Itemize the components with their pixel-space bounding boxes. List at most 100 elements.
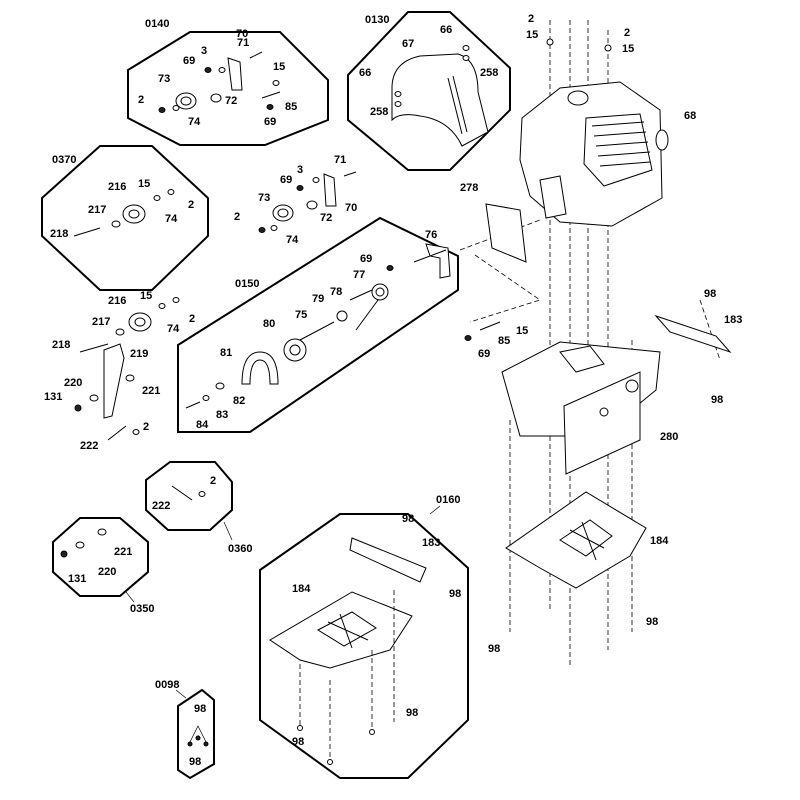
bolt-part-4	[73, 227, 101, 237]
large-pulley-hub	[289, 344, 301, 356]
washer-part	[210, 93, 222, 103]
engine-shroud-part	[583, 113, 653, 187]
bolt-part-11	[327, 759, 333, 765]
assembly-0350-outline	[52, 517, 149, 597]
frame-hole-2	[599, 407, 609, 417]
idler-pulley-part	[122, 204, 146, 224]
callout-131: 131	[44, 391, 62, 403]
assembly-0160-outline	[259, 513, 469, 779]
callout-98a: 98	[402, 513, 414, 525]
callout-2: 2	[188, 199, 194, 211]
callout-2: 2	[210, 475, 216, 487]
callout-73: 73	[258, 192, 270, 204]
callout-76: 76	[425, 229, 437, 241]
assembly-0360-outline	[145, 461, 233, 531]
assembly-0370-group: 0370 216 15 217 2 74 218	[41, 145, 209, 291]
callout-222: 222	[80, 440, 98, 452]
guide-line-8	[469, 254, 541, 323]
spring-part-4	[479, 321, 501, 331]
callout-83: 83	[216, 409, 228, 421]
assembly-0140-label: 0140	[145, 18, 169, 30]
nut-part-13	[60, 550, 68, 558]
callout-79: 79	[312, 293, 324, 305]
callout-71: 71	[334, 154, 346, 166]
nut-part-12	[198, 491, 206, 497]
washer-dot-3	[203, 741, 209, 747]
callout-216: 216	[108, 181, 126, 193]
callout-74: 74	[167, 323, 180, 335]
callout-183: 183	[724, 314, 742, 326]
assembly-0140-outline	[127, 31, 329, 146]
callout-74: 74	[165, 213, 178, 225]
callout-15: 15	[138, 178, 150, 190]
callout-2a: 2	[528, 13, 534, 25]
callout-98a: 98	[194, 703, 206, 715]
callout-2: 2	[234, 211, 240, 223]
spacer-part-2	[115, 328, 125, 336]
assembly-0150-group: 0150 76 69 77 78 79 75 80 81 82 83 84	[177, 216, 459, 433]
callout-78: 78	[330, 286, 342, 298]
guide-lines-0160	[299, 590, 395, 760]
callout-184: 184	[650, 535, 669, 547]
callout-218: 218	[52, 339, 70, 351]
engine-fins	[591, 121, 651, 167]
left-idler-group: 216 15 217 2 74 218 219 220 221 131 222 …	[44, 290, 195, 452]
callout-98b: 98	[711, 394, 723, 406]
idler-arm-part	[227, 57, 243, 91]
nut-part-2	[158, 107, 166, 113]
fuel-cap-part	[567, 90, 589, 106]
callout-82: 82	[233, 395, 245, 407]
assembly-0130-outline	[347, 11, 511, 171]
bolt-shaft-2	[343, 171, 357, 177]
nut-part	[218, 67, 226, 73]
assembly-0160-leader	[429, 505, 441, 515]
bottom-plate-cutout-2	[316, 611, 377, 649]
callout-72: 72	[320, 212, 332, 224]
frame-side-part	[563, 371, 641, 475]
callout-69: 69	[478, 348, 490, 360]
callout-221: 221	[142, 385, 160, 397]
washer-dot-1	[187, 741, 193, 747]
idler-arm-part-2	[323, 173, 337, 207]
bearing-part	[336, 310, 348, 322]
callout-72: 72	[225, 95, 237, 107]
callout-15a: 15	[526, 29, 538, 41]
assembly-0130-label: 0130	[365, 14, 389, 26]
assembly-0098-outline	[177, 688, 215, 780]
screw-part-2	[394, 91, 402, 97]
callout-221: 221	[114, 546, 132, 558]
washer-part-4	[306, 200, 318, 210]
recoil-starter-part	[655, 129, 669, 151]
spring-part-2	[107, 425, 127, 441]
pulley-part-2	[272, 204, 294, 222]
small-pulley-part	[371, 283, 389, 301]
skid-bracket-part	[654, 314, 732, 354]
callout-3: 3	[201, 45, 207, 57]
callout-98b: 98	[189, 756, 201, 768]
assembly-0360-group: 0360 2 222	[145, 461, 252, 555]
bolt-head-part	[204, 67, 212, 73]
callout-258a: 258	[480, 67, 498, 79]
assembly-0360-label: 0360	[228, 543, 252, 555]
assembly-0370-outline	[41, 145, 209, 291]
assembly-0098-group: 0098 98 98	[155, 679, 215, 780]
spacer-part	[111, 220, 121, 228]
bolt-part-6	[79, 343, 109, 353]
callout-71: 71	[237, 37, 249, 49]
assembly-0160-label: 0160	[436, 494, 460, 506]
callout-68: 68	[684, 110, 696, 122]
assembly-0350-group: 0350 221 220 131	[52, 517, 154, 615]
skid-bracket-part-2	[349, 537, 427, 583]
callout-98b: 98	[449, 588, 461, 600]
assembly-0370-label: 0370	[52, 154, 76, 166]
washer-part-5	[270, 225, 278, 231]
frame-opening	[559, 345, 605, 373]
assembly-0098-leader	[175, 689, 187, 699]
callout-183: 183	[422, 537, 440, 549]
bolt-head-part-2	[296, 185, 304, 191]
idler-parts-group: 3 71 69 70 73 2 72 74	[234, 154, 357, 246]
assembly-0360-leader	[223, 521, 233, 541]
pulley-part	[175, 92, 197, 110]
bracket-rod	[413, 249, 447, 263]
callout-3: 3	[297, 164, 303, 176]
